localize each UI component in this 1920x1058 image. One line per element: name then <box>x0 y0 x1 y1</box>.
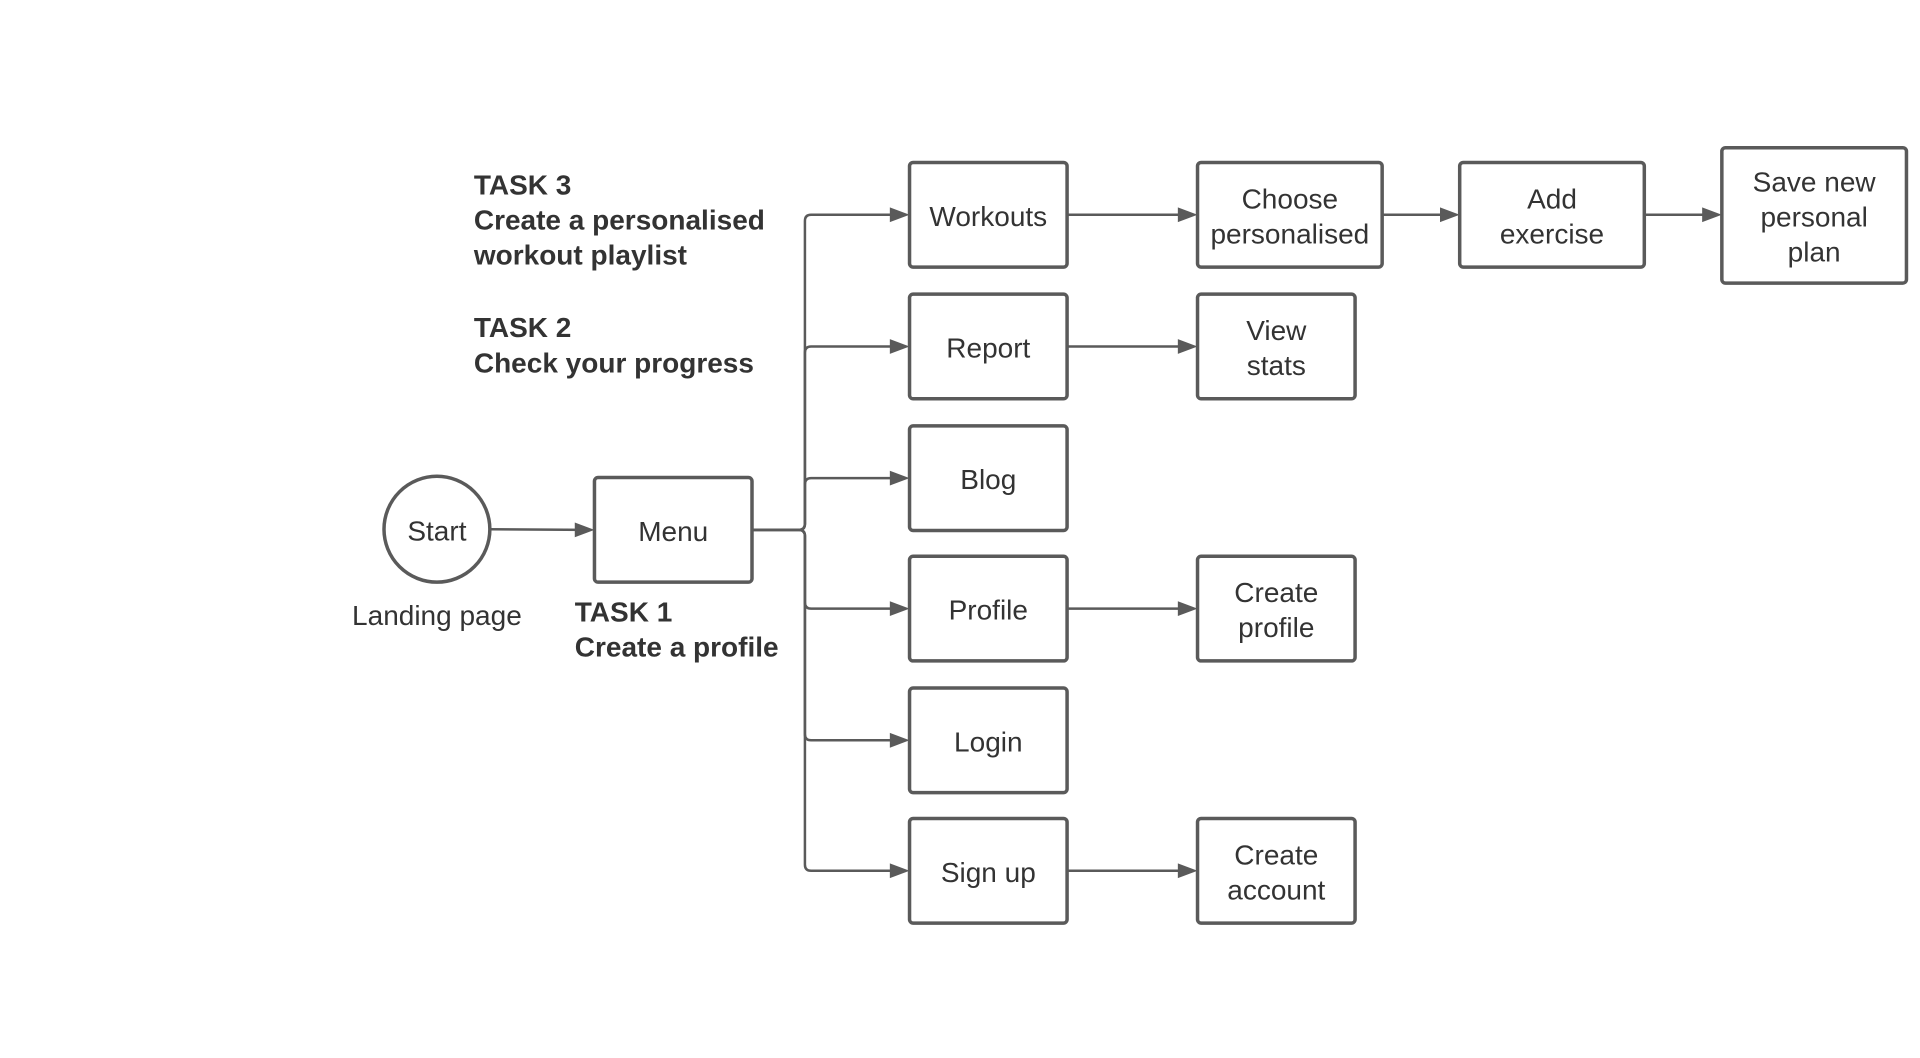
node-blog-label: Blog <box>960 464 1016 495</box>
edge-menu-to-profile-arrowhead <box>889 601 910 616</box>
node-profile-shape <box>907 554 1069 663</box>
node-menu: Menu <box>592 475 754 584</box>
node-create-profile-label: Create <box>1234 577 1318 608</box>
node-add-exercise-shape <box>1457 160 1647 269</box>
node-choose-personalised: Choose personalised <box>1195 160 1384 269</box>
edge-menu-to-blog <box>752 476 900 532</box>
node-profile: Profile <box>907 554 1069 663</box>
node-workouts-shape <box>907 160 1069 269</box>
node-add-exercise-label: exercise <box>1500 218 1604 249</box>
task1-title: TASK 1 <box>575 597 673 628</box>
node-create-profile-shape <box>1195 554 1357 663</box>
node-save-new-plan-shape <box>1720 145 1909 285</box>
edge-menu-to-signup-arrowhead <box>889 863 910 879</box>
node-choose-personalised-label: personalised <box>1210 218 1369 249</box>
node-create-profile-label: profile <box>1238 612 1314 643</box>
edge-workouts-to-choose-personalised-arrowhead <box>1177 207 1198 223</box>
node-menu-shape <box>592 475 754 584</box>
node-blog: Blog <box>907 424 1069 533</box>
node-view-stats-label: View <box>1246 315 1307 346</box>
node-report: Report <box>907 292 1069 401</box>
node-view-stats-label: stats <box>1247 350 1306 381</box>
node-start-label: Start <box>407 515 466 546</box>
node-view-stats-shape <box>1195 292 1357 401</box>
edge-menu-to-report <box>752 345 900 532</box>
edge-choose-personalised-to-add-exercise-arrowhead <box>1440 207 1460 223</box>
edge-menu-to-blog-arrowhead <box>889 470 910 486</box>
task3-description: workout playlist <box>473 240 687 271</box>
node-report-shape <box>907 292 1069 401</box>
node-save-new-plan-label: plan <box>1788 237 1841 268</box>
task2-description: Check your progress <box>474 347 754 378</box>
node-menu-label: Menu <box>638 516 708 547</box>
task1-description: Create a profile <box>575 632 779 663</box>
edge-menu-to-login-arrowhead <box>889 732 910 748</box>
node-report-label: Report <box>946 333 1030 364</box>
node-signup: Sign up <box>907 816 1069 925</box>
node-login: Login <box>907 686 1069 795</box>
task-annotations: TASK 3 Create a personalised workout playl… <box>473 169 779 662</box>
node-choose-personalised-shape <box>1195 160 1384 269</box>
task3-title: TASK 3 <box>474 169 572 200</box>
task2-annotation: TASK 2 Check your progress <box>474 312 754 378</box>
edges-layer <box>489 207 1722 879</box>
node-add-exercise-label: Add <box>1527 183 1577 214</box>
node-start-shape <box>382 474 492 584</box>
node-workouts-label: Workouts <box>929 201 1047 232</box>
node-create-account: Create account <box>1195 816 1357 925</box>
edge-add-exercise-to-save-new-plan-arrowhead <box>1702 207 1722 223</box>
node-choose-personalised-label: Choose <box>1242 183 1339 214</box>
task2-title: TASK 2 <box>474 312 572 343</box>
node-workouts: Workouts <box>907 160 1069 269</box>
node-start-caption: Landing page <box>352 600 522 631</box>
node-create-account-shape <box>1195 816 1357 925</box>
node-profile-label: Profile <box>949 595 1028 626</box>
edge-menu-to-workouts-arrowhead <box>889 207 910 223</box>
task3-description: Create a personalised <box>474 205 765 236</box>
edge-menu-to-report-arrowhead <box>889 339 910 354</box>
task3-annotation: TASK 3 Create a personalised workout playl… <box>473 169 765 270</box>
node-blog-shape <box>907 424 1069 533</box>
edge-start-to-menu <box>489 527 585 532</box>
node-add-exercise: Add exercise <box>1457 160 1647 269</box>
edge-signup-to-create-account-arrowhead <box>1177 863 1198 879</box>
node-save-new-plan-label: personal <box>1760 201 1867 232</box>
edge-menu-to-signup <box>752 528 900 873</box>
node-signup-shape <box>907 816 1069 925</box>
edge-menu-to-workouts <box>752 213 900 532</box>
task1-annotation: TASK 1 Create a profile <box>575 597 779 663</box>
node-login-label: Login <box>954 726 1023 757</box>
node-signup-label: Sign up <box>941 857 1036 888</box>
node-create-account-label: account <box>1227 874 1325 905</box>
node-view-stats: View stats <box>1195 292 1357 401</box>
edge-profile-to-create-profile-arrowhead <box>1177 601 1198 616</box>
node-save-new-plan: Save new personal plan <box>1720 145 1909 285</box>
edge-menu-to-profile <box>752 528 900 610</box>
node-save-new-plan-label: Save new <box>1753 166 1877 197</box>
node-create-profile: Create profile <box>1195 554 1357 663</box>
edge-report-to-view-stats-arrowhead <box>1177 339 1198 354</box>
edge-start-to-menu-arrowhead <box>574 522 595 538</box>
node-login-shape <box>907 686 1069 795</box>
node-create-account-label: Create <box>1234 839 1318 870</box>
